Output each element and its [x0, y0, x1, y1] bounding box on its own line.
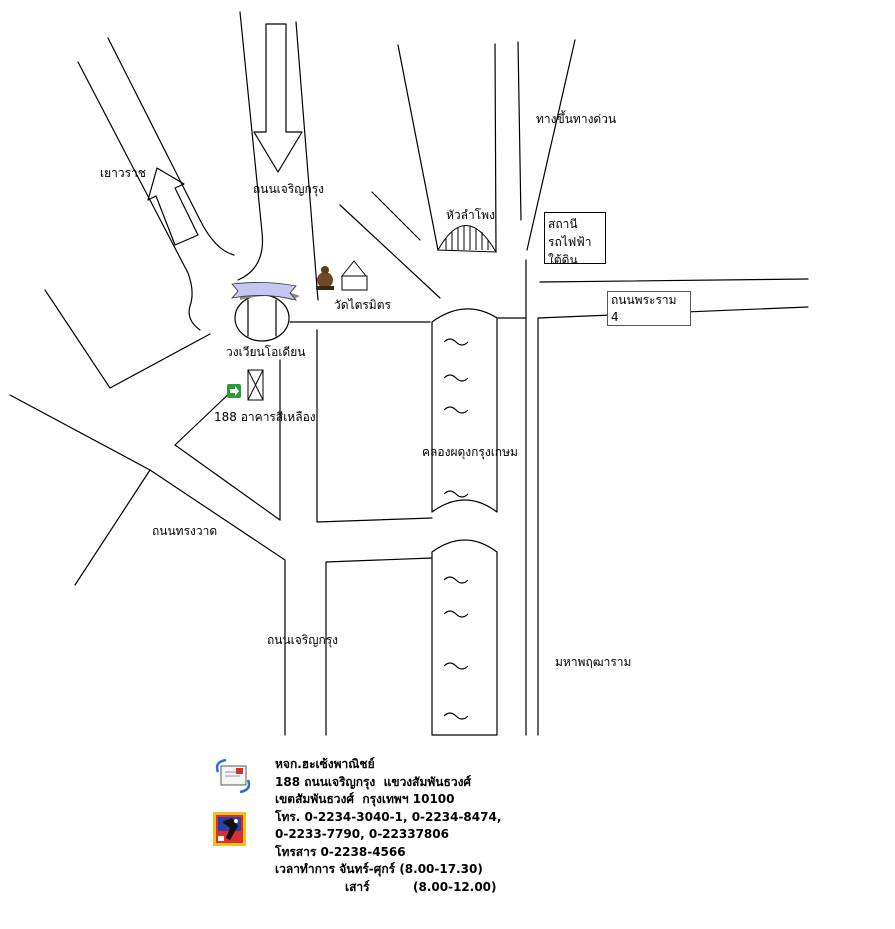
label-expressway: ทางขึ้นทางด่วน [536, 112, 617, 126]
hours-label: เวลาทำการ [275, 862, 336, 876]
road-hualamphong-edge-1 [339, 204, 441, 299]
hours-saturday-time: (8.00-12.00) [413, 879, 497, 894]
subway-line-3: ใต้ดิน [548, 253, 578, 267]
canal-upper [431, 308, 498, 513]
label-yaowarat: เยาวราช [100, 166, 146, 180]
road-left-diagonal-3 [74, 469, 151, 586]
block-lower [325, 557, 433, 736]
road-left-diagonal-2 [9, 394, 151, 471]
hualamphong-station-icon [437, 225, 497, 253]
company-fax: โทรสาร 0-2238-4566 [275, 844, 406, 859]
road-hualamphong-edge-2 [371, 191, 421, 241]
yellow-building-icon [247, 369, 264, 401]
label-wat-traimit: วัดไตรมิตร [334, 298, 391, 312]
label-klong: คลองผดุงกรุงเกษม [422, 445, 518, 459]
arrow-down [253, 23, 303, 173]
temple-icon [340, 260, 368, 291]
label-charoenkrung-bottom: ถนนเจริญกรุง [267, 633, 339, 647]
road-charoenkrung-north-edge-2 [295, 21, 319, 301]
company-phone-2: 0-2233-7790, 0-22337806 [275, 827, 449, 841]
subway-station-box: สถานี รถไฟฟ้า ใต้ดิน [544, 212, 606, 267]
odeon-circle [234, 294, 290, 342]
block-upper [316, 329, 433, 523]
company-address-1: 188 ถนนเจริญกรุง แขวงสัมพันธวงศ์ [275, 774, 472, 789]
road-yaowarat-edge-1 [77, 61, 201, 331]
road-yaowarat-edge-2 [107, 37, 235, 256]
arrow-yaowarat [147, 167, 199, 246]
canal-waves [443, 338, 469, 720]
road-left-diagonal-1 [44, 289, 211, 389]
hours-saturday-day: เสาร์ [345, 879, 370, 894]
label-rama4: ถนนพระราม 4 [607, 291, 691, 326]
company-info: หจก.ฮะเซ้งพาณิชย์ 188 ถนนเจริญกรุง แขวงส… [275, 756, 501, 896]
road-charoenkrung-north-edge-1 [237, 11, 264, 281]
company-name: หจก.ฮะเซ้งพาณิชย์ [275, 757, 375, 771]
company-address-2: เขตสัมพันธวงศ์ กรุงเทพฯ 10100 [275, 792, 455, 806]
buddha-statue-icon [316, 266, 334, 290]
label-charoenkrung-top: ถนนเจริญกรุง [253, 182, 325, 196]
road-left-diagonal-5 [149, 469, 286, 736]
road-expressway-edge-1 [517, 41, 522, 221]
canal-lower [431, 539, 498, 736]
road-expressway-edge-2 [526, 39, 576, 251]
road-rama4-edge-top [539, 278, 809, 283]
label-hualamphong: หัวลำโพง [446, 208, 495, 222]
subway-line-2: รถไฟฟ้า [548, 235, 592, 249]
hours-weekday-days: จันทร์-ศุกร์ [339, 862, 396, 876]
road-left-diagonal-8 [10, 270, 100, 395]
label-songwat: ถนนทรงวาด [152, 524, 218, 538]
subway-line-1: สถานี [548, 217, 578, 231]
hours-saturday: เสาร์ (8.00-12.00) [275, 879, 501, 897]
road-hualamphong-edge-3 [397, 44, 439, 251]
label-odeon-circle: วงเวียนโอเดียน [226, 345, 306, 359]
company-phone-1: โทร. 0-2234-3040-1, 0-2234-8474, [275, 809, 502, 824]
road-hualamphong-edge-4 [494, 43, 497, 253]
label-yellow-building: 188 อาคารสีเหลือง [214, 410, 316, 424]
hours-weekday: เวลาทำการ จันทร์-ศุกร์ (8.00-17.30) [275, 861, 501, 879]
green-arrow-icon [227, 384, 241, 398]
hours-weekday-time: (8.00-17.30) [399, 862, 483, 876]
company-logo-icon [213, 812, 246, 846]
odeon-ribbon-icon [230, 282, 300, 301]
mail-icon [215, 758, 251, 794]
road-left-diagonal-6 [174, 444, 281, 521]
road-left-diagonal-4 [174, 387, 236, 446]
label-mahaphruettharam: มหาพฤฒาราม [555, 655, 632, 669]
